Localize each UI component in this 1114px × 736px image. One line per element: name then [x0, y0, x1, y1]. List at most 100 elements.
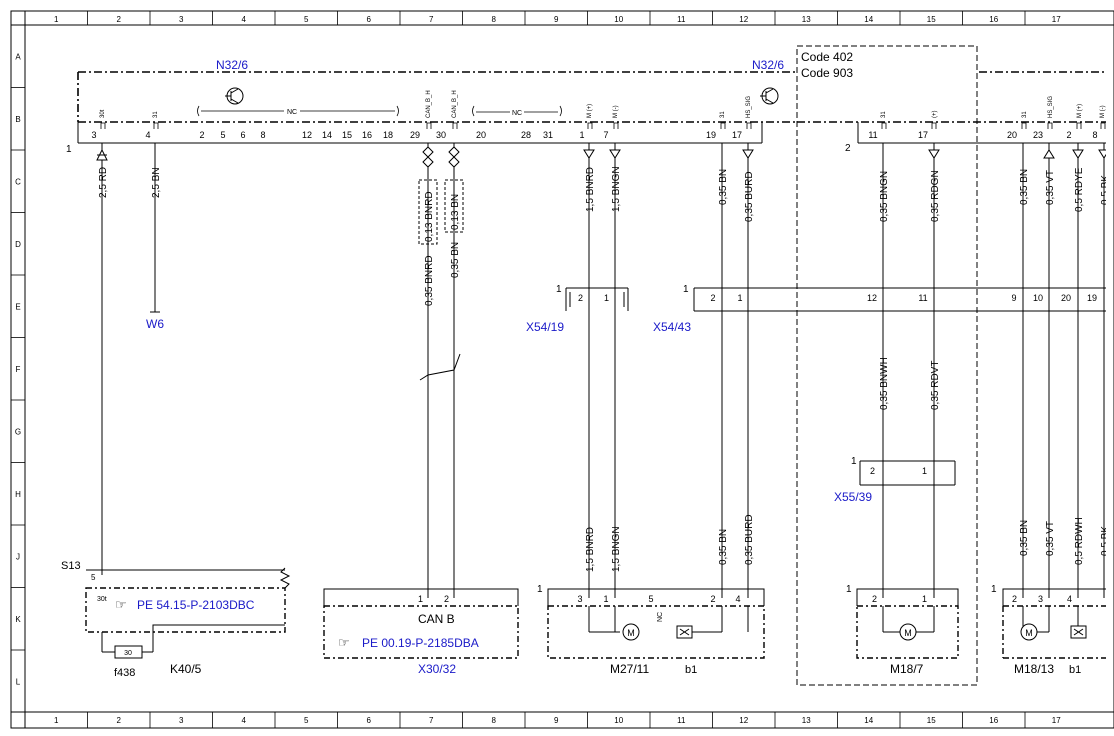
component-label-f438: f438	[114, 667, 135, 679]
wire-label: 0,5 BK	[1100, 526, 1111, 556]
pin-number: 29	[410, 130, 420, 140]
wire-label: 1,5 BNRD	[585, 527, 596, 572]
motor-icon: M	[899, 623, 917, 641]
column-number: 17	[1052, 15, 1061, 24]
row-letter: G	[15, 427, 21, 436]
row-letter: F	[16, 365, 21, 374]
svg-text:M: M	[627, 628, 635, 638]
pin-signal: M (+)	[1077, 104, 1083, 118]
component-label-m18-13: M18/13	[1014, 662, 1054, 676]
pin-number: 31	[543, 130, 553, 140]
row-letter: K	[15, 615, 21, 624]
column-number: 2	[117, 716, 122, 725]
motor-icon: M	[622, 623, 640, 641]
motor-icon: M	[1020, 623, 1038, 641]
pin-number: 2	[870, 466, 875, 476]
column-number: 14	[864, 15, 873, 24]
row-letter: L	[16, 677, 21, 686]
fuse-icon	[114, 645, 143, 659]
wire-label: 0,35 VT	[1045, 170, 1056, 205]
pin-number: 18	[383, 130, 393, 140]
column-number: 4	[242, 15, 247, 24]
wire-label: 2,5 RD	[98, 167, 109, 198]
terminal-markers	[96, 146, 1106, 168]
component-label-n32-6: N32/6	[216, 58, 248, 72]
pin-number: 8	[1092, 130, 1097, 140]
m18-7-motor-unit	[856, 588, 959, 659]
wire-label: 0,35 BURD	[744, 171, 755, 222]
pin-number: 14	[322, 130, 332, 140]
wire-label: 0,35 VT	[1045, 521, 1056, 556]
reference-link-pe-54-15[interactable]: PE 54.15-P-2103DBC	[137, 598, 255, 612]
pin-number: 4	[1067, 594, 1072, 604]
pin-number: 28	[521, 130, 531, 140]
component-label-b1: b1	[685, 664, 697, 676]
wire-label: 0,5 RDWH	[1074, 517, 1085, 565]
pin-number: 11	[918, 293, 927, 303]
pin-number: 4	[145, 130, 150, 140]
column-number: 13	[802, 716, 811, 725]
component-label-x30-32: X30/32	[418, 662, 456, 676]
row-letter: J	[16, 552, 20, 561]
column-number: 16	[989, 716, 998, 725]
x55-39-connector	[859, 460, 956, 486]
pin-number: 1	[579, 130, 584, 140]
drawing-frame	[10, 10, 1114, 729]
column-number: 8	[492, 15, 497, 24]
pin-number: 11	[868, 130, 877, 140]
component-label-s13: S13	[61, 560, 81, 572]
column-number: 12	[739, 716, 748, 725]
k40-5-relay-module	[85, 567, 291, 653]
wire-label: 0,13 BN	[450, 194, 461, 230]
pin-number: 9	[1011, 293, 1016, 303]
wire-label: 0,35 BNRD	[424, 255, 435, 306]
pin-number: 1	[922, 466, 927, 476]
component-label-x54-19: X54/19	[526, 320, 564, 334]
wire-label: 1,5 BNGN	[611, 166, 622, 212]
pin-number: 3	[91, 130, 96, 140]
sensor-icon	[1070, 625, 1087, 639]
pin-number: 20	[1007, 130, 1017, 140]
nc-label: NC	[287, 109, 297, 116]
row-letter: B	[15, 115, 20, 124]
pin-signal: 31	[1022, 111, 1028, 118]
column-ruler: 1122334455667788991010111112121313141415…	[24, 11, 1061, 728]
pin-number: 19	[1087, 293, 1097, 303]
row-letter: D	[15, 240, 21, 249]
transistor-icon	[225, 87, 244, 105]
wire-label: 0,35 RDGN	[930, 170, 941, 222]
column-number: 6	[367, 15, 372, 24]
reference-link-pe-00-19[interactable]: PE 00.19-P-2185DBA	[362, 636, 479, 650]
wire-label: 0,35 BN	[450, 242, 461, 278]
nc-bracket	[197, 105, 562, 117]
pin-number: 1	[922, 594, 927, 604]
x30-32-connector	[323, 588, 519, 659]
pin-signal: M (+)	[587, 104, 593, 118]
column-number: 4	[242, 716, 247, 725]
pin-number: 17	[918, 130, 928, 140]
row-letter: H	[15, 490, 21, 499]
component-label-k40-5: K40/5	[170, 662, 202, 676]
column-number: 15	[927, 716, 936, 725]
nc-label: NC	[512, 110, 522, 117]
wire-label: 0,35 BN	[1019, 520, 1030, 556]
pin-number: 2	[872, 594, 877, 604]
n32-6-control-unit	[77, 71, 1106, 144]
column-number: 12	[739, 15, 748, 24]
row-letter: A	[15, 52, 21, 61]
pin-number: 19	[706, 130, 716, 140]
column-number: 7	[429, 15, 434, 24]
column-number: 9	[554, 716, 559, 725]
pin-signal: 30t	[100, 109, 106, 118]
column-number: 8	[492, 716, 497, 725]
pin-number: 2	[1066, 130, 1071, 140]
pin-signal: CAN_B_H	[452, 90, 458, 118]
svg-text:M: M	[904, 628, 912, 638]
column-number: 5	[304, 15, 309, 24]
pin-number: 12	[302, 130, 312, 140]
column-number: 2	[117, 15, 122, 24]
connector-index: 2	[845, 143, 851, 154]
wires	[101, 143, 1105, 598]
